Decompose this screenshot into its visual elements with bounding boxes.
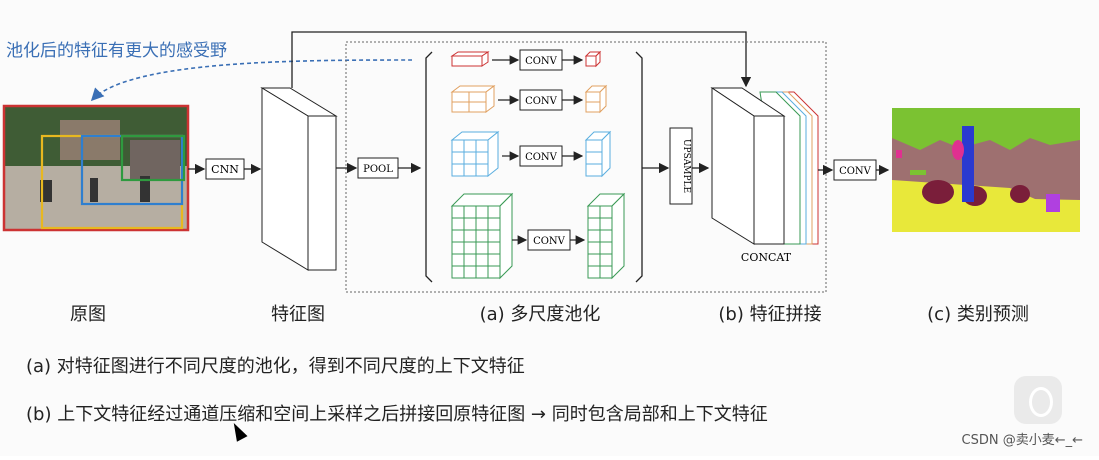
pool-row-4: CONV: [450, 192, 626, 280]
skip-connection-arrow: [291, 31, 752, 88]
pool-bracket-right: [635, 51, 643, 283]
annotation-arrow: [90, 59, 413, 102]
caption-concat: (b) 特征拼接: [718, 304, 821, 325]
concat-label: CONCAT: [741, 251, 792, 264]
concat-block: [710, 87, 819, 245]
caption-original: 原图: [70, 304, 106, 325]
watermark: CSDN @卖小麦←_←: [961, 433, 1083, 448]
upsample-label: UPSAMPLE: [681, 139, 691, 193]
caption-feature-map: 特征图: [271, 304, 325, 325]
cnn-label: CNN: [211, 163, 239, 176]
conv-label-2: CONV: [525, 96, 558, 107]
caption-pooling: (a) 多尺度池化: [480, 304, 601, 325]
final-conv-label: CONV: [839, 166, 872, 177]
pool-row-1: CONV: [450, 49, 602, 71]
play-icon[interactable]: [1014, 376, 1062, 424]
feature-map-block: [260, 87, 338, 271]
annotation-text: 池化后的特征有更大的感受野: [6, 41, 227, 61]
prediction-image: [892, 108, 1080, 232]
original-image: [2, 104, 190, 232]
conv-label-3: CONV: [525, 152, 558, 163]
pool-label: POOL: [363, 164, 393, 175]
pool-row-3: CONV: [450, 130, 612, 178]
conv-label-1: CONV: [525, 56, 558, 67]
description-b: (b) 上下文特征经过通道压缩和空间上采样之后拼接回原特征图 → 同时包含局部和…: [26, 404, 768, 425]
conv-label-4: CONV: [533, 236, 566, 247]
upsample-box: [669, 127, 693, 205]
caption-prediction: (c) 类别预测: [927, 304, 1029, 325]
description-a: (a) 对特征图进行不同尺度的池化，得到不同尺度的上下文特征: [26, 356, 525, 377]
pool-bracket-left: [425, 51, 433, 283]
pool-row-2: CONV: [450, 84, 608, 114]
